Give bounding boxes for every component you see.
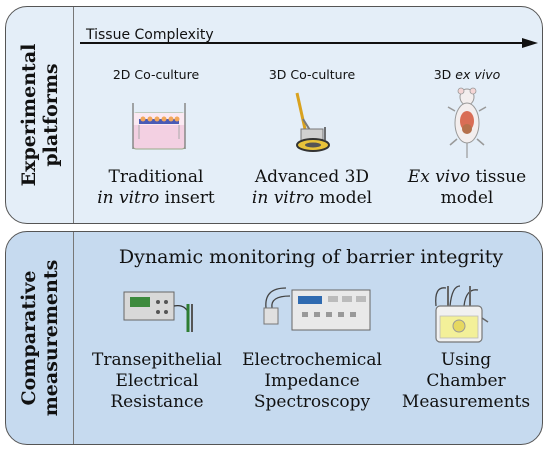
teer-meter-icon xyxy=(123,291,193,332)
platform-2d-italic: in vitro xyxy=(97,188,160,208)
platform-3d-rest: model xyxy=(313,188,373,208)
eis-label: Electrochemical Impedance Spectroscopy xyxy=(232,350,392,413)
platform-exvivo-rest: tissue xyxy=(470,167,527,187)
side-title-box-bottom: Comparative measurements xyxy=(6,232,74,444)
platform-2d-line2: in vitro insert xyxy=(90,188,222,209)
ussing-line3: Measurements xyxy=(401,392,531,412)
platform-3d-italic: in vitro xyxy=(251,188,314,208)
platform-2d: 2D Co-culture xyxy=(90,67,222,82)
teer-line3: Resistance xyxy=(110,392,204,412)
platform-3d-line2: in vitro model xyxy=(242,188,382,209)
ussing-chamber-icon xyxy=(435,285,489,343)
teer-line1: Transepithelial xyxy=(92,350,222,370)
comparative-measurements-panel: Comparative measurements Dynamic monitor… xyxy=(5,231,543,445)
eis-line1: Electrochemical xyxy=(242,350,382,370)
platform-2d-label: Traditional in vitro insert xyxy=(90,167,222,209)
platform-2d-small-label: 2D Co-culture xyxy=(112,67,200,82)
side-title-bottom: Comparative measurements xyxy=(18,260,62,417)
side-title-box: Experimental platforms xyxy=(6,7,74,223)
platform-3d-line1: Advanced 3D xyxy=(254,167,370,187)
teer-label: Transepithelial Electrical Resistance xyxy=(82,350,232,413)
axis-label: Tissue Complexity xyxy=(86,27,214,43)
platform-exvivo: 3D ex vivo xyxy=(402,67,532,82)
complexity-arrow xyxy=(80,38,538,48)
side-title-bottom-line2: measurements xyxy=(39,259,62,417)
mouse-icon xyxy=(447,87,487,158)
side-title-line2: platforms xyxy=(39,63,62,167)
ussing-line2: Chamber xyxy=(426,371,506,391)
eis-line3: Spectroscopy xyxy=(253,392,371,412)
platform-2d-rest: insert xyxy=(159,188,215,208)
platform-3d: 3D Co-culture xyxy=(242,67,382,82)
eis-line2: Impedance xyxy=(264,371,360,391)
platform-exvivo-italic: Ex vivo xyxy=(407,167,471,187)
experimental-platforms-panel: Experimental platforms Tissue Complexity… xyxy=(5,6,543,224)
platform-3d-label: Advanced 3D in vitro model xyxy=(242,167,382,209)
side-title: Experimental platforms xyxy=(18,44,62,187)
side-title-line1: Experimental xyxy=(17,43,40,187)
platform-exvivo-line2: model xyxy=(440,188,494,208)
platform-exvivo-small-italic: ex vivo xyxy=(455,67,501,82)
measurements-heading: Dynamic monitoring of barrier integrity xyxy=(118,246,504,268)
platform-exvivo-small-label: 3D ex vivo xyxy=(402,67,532,82)
ussing-line1: Using xyxy=(440,350,492,370)
ussing-label: Using Chamber Measurements xyxy=(392,350,540,413)
cell-culture-insert-icon xyxy=(132,103,186,150)
impedance-analyzer-icon xyxy=(263,287,371,331)
platform-exvivo-line1: Ex vivo tissue xyxy=(402,167,532,188)
side-title-bottom-line1: Comparative xyxy=(17,270,40,406)
platform-2d-line1: Traditional xyxy=(108,167,204,187)
platform-exvivo-label: Ex vivo tissue model xyxy=(402,167,532,209)
platform-exvivo-small-plain: 3D xyxy=(433,67,456,82)
teer-line2: Electrical xyxy=(115,371,199,391)
3d-model-icon xyxy=(295,92,330,152)
platform-3d-small-label: 3D Co-culture xyxy=(268,67,356,82)
